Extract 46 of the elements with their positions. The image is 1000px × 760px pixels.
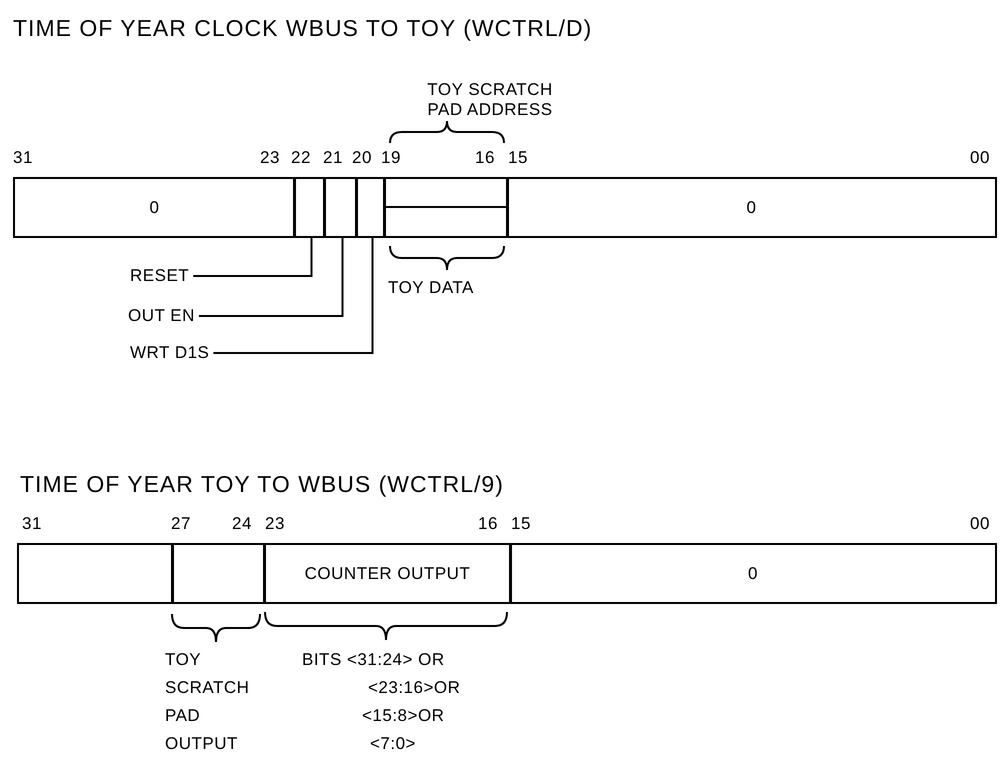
register-field xyxy=(13,177,296,238)
register-field xyxy=(263,543,512,604)
register-field xyxy=(383,177,509,208)
leader-line xyxy=(213,238,374,354)
bit-number: 27 xyxy=(171,513,191,535)
bit-number: 15 xyxy=(511,513,531,535)
bit-number: 23 xyxy=(260,147,280,169)
bit-number: 31 xyxy=(22,513,42,535)
bit-number: 00 xyxy=(970,513,990,535)
register-field xyxy=(509,543,997,604)
field-value: 0 xyxy=(748,564,758,584)
register-field xyxy=(383,206,509,238)
bit-number: 19 xyxy=(381,147,401,169)
signal-label: WRT D1S xyxy=(130,343,210,363)
register-field xyxy=(506,177,997,238)
bit-number: 24 xyxy=(232,513,252,535)
register-field xyxy=(323,177,358,238)
field-value: 0 xyxy=(746,198,756,218)
field-label: <15:8>OR xyxy=(362,705,444,727)
bit-number: 16 xyxy=(478,513,498,535)
field-value: COUNTER OUTPUT xyxy=(304,564,470,584)
field-label: TOY SCRATCH PAD ADDRESS xyxy=(426,80,554,120)
bit-number: 31 xyxy=(13,147,33,169)
register-heading: TIME OF YEAR TOY TO WBUS (WCTRL/9) xyxy=(20,470,504,498)
field-label: <23:16>OR xyxy=(368,677,460,699)
bit-number: 00 xyxy=(970,147,990,169)
field-label: TOY SCRATCH PAD OUTPUT xyxy=(165,649,250,755)
bit-number: 20 xyxy=(352,147,372,169)
field-label: <7:0> xyxy=(370,733,416,755)
leader-line xyxy=(198,238,344,317)
bit-number: 23 xyxy=(265,513,285,535)
leader-line xyxy=(193,238,312,277)
register-field xyxy=(17,543,174,604)
field-label: BITS <31:24> OR xyxy=(302,649,445,671)
signal-label: RESET xyxy=(130,266,190,286)
register-field xyxy=(355,177,386,238)
bit-number: 21 xyxy=(323,147,343,169)
register-field xyxy=(171,543,266,604)
signal-label: OUT EN xyxy=(128,306,195,326)
field-value: 0 xyxy=(150,198,160,218)
bit-number: 16 xyxy=(475,147,495,169)
register-field xyxy=(293,177,326,238)
field-label: TOY DATA xyxy=(388,277,474,299)
bit-number: 22 xyxy=(291,147,311,169)
register-heading: TIME OF YEAR CLOCK WBUS TO TOY (WCTRL/D) xyxy=(13,14,592,42)
bit-number: 15 xyxy=(508,147,528,169)
